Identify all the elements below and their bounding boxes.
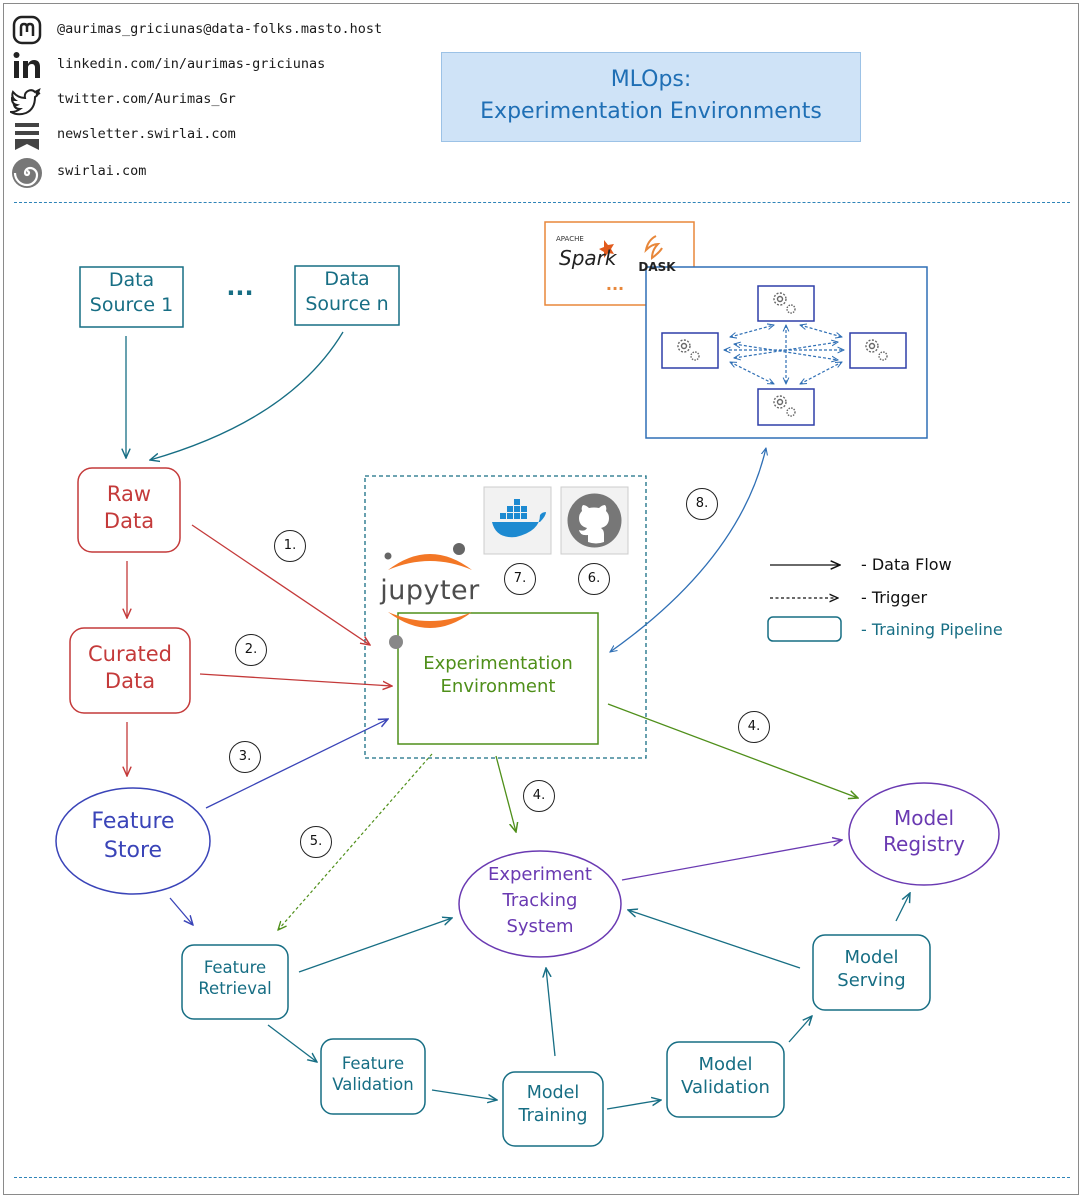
step-3-badge: 3. [229,741,261,773]
model-training-box [502,1071,604,1147]
social-text[interactable]: newsletter.swirlai.com [57,126,236,142]
model-registry-ellipse [848,782,1000,886]
dask-label: DASK [638,260,676,274]
linkedin-icon [13,52,40,78]
dask-icon [644,235,663,261]
social-row-linkedin: linkedin.com/in/aurimas-griciunas [10,49,430,83]
mastodon-icon [12,15,42,45]
arrow-raw-env [191,524,370,645]
social-row-twitter: twitter.com/Aurimas_Gr [10,84,430,118]
data-source-ellipsis: ... [226,273,254,301]
step-8-badge: 8. [686,488,718,520]
newsletter-icon [15,123,39,150]
step-4-tracking-badge: 4. [523,780,555,812]
social-text[interactable]: twitter.com/Aurimas_Gr [57,91,236,107]
arrow-serving-registry [895,893,910,922]
social-text[interactable]: @aurimas_griciunas@data-folks.masto.host [57,21,383,37]
title-line-1: MLOps: [610,67,692,92]
swirlai-icon [12,158,42,188]
github-logo [560,486,629,555]
curated-data-box [69,627,191,714]
title-box: MLOps: Experimentation Environments [441,52,861,142]
social-text[interactable]: swirlai.com [57,163,147,179]
data-source-1-box [79,266,184,328]
social-text[interactable]: linkedin.com/in/aurimas-griciunas [57,56,326,72]
feature-validation-box [320,1038,426,1115]
top-separator [14,202,1070,203]
arrow-env-compute [610,448,766,652]
spark-star-icon [599,240,614,258]
model-validation-box [666,1041,785,1118]
gear-icons [677,292,888,417]
step-1-badge: 1. [274,530,306,562]
arrow-tracking-registry [621,840,842,881]
feature-store-ellipse [55,787,211,895]
cluster-node-bottom [757,388,815,426]
jupyter-logo [384,543,472,649]
step-2-badge: 2. [235,634,267,666]
cluster-trigger-arrows [724,325,844,384]
twitter-icon [10,88,41,116]
experiment-tracking-ellipse [458,850,622,958]
legend-trigger-label: - Trigger [861,588,928,607]
step-6-badge: 6. [578,563,610,595]
arrow-training-modelvalidation [606,1100,661,1110]
arrow-featurestore-retrieval [169,897,193,925]
feature-retrieval-box [181,944,289,1020]
arrow-retrieval-validation [267,1024,317,1062]
social-row-mastodon: @aurimas_griciunas@data-folks.masto.host [10,14,430,48]
title-line-2: Experimentation Environments [480,99,822,124]
arrow-sourcen-raw [150,331,344,460]
spark-label: Spark [559,246,617,270]
arrow-env-trigger-retrieval [278,753,433,930]
arrow-featurestore-env [205,719,388,809]
step-7-badge: 7. [504,563,536,595]
arrow-serving-tracking [628,910,801,969]
data-source-n-box [294,265,400,326]
arrow-modelvalidation-serving [788,1016,812,1043]
social-row-newsletter: newsletter.swirlai.com [10,119,430,153]
apache-label: APACHE [556,235,584,243]
raw-data-box [77,467,181,553]
step-5-badge: 5. [300,826,332,858]
legend-data-flow-label: - Data Flow [861,555,952,574]
model-serving-box [812,934,931,1011]
experimentation-env-box [397,612,599,745]
cluster-nodes [661,285,907,426]
arrow-env-registry [607,703,858,798]
compute-ellipsis: ... [605,275,625,294]
arrow-training-tracking [546,968,556,1057]
arrow-env-tracking [495,755,516,832]
arrow-retrieval-tracking [298,918,452,973]
legend-training-pipeline-label: - Training Pipeline [861,620,1003,639]
docker-logo [483,486,552,555]
outer-frame [3,3,1079,1195]
legend-pipeline-box [767,616,842,642]
cluster-node-left [661,332,719,369]
bottom-separator [14,1177,1070,1178]
step-4-registry-badge: 4. [738,711,770,743]
arrow-validation-training [431,1089,497,1100]
social-row-swirlai: swirlai.com [10,156,430,190]
jupyter-wordmark: jupyter [380,575,480,606]
arrow-curated-env [199,673,392,686]
cluster-node-right [849,332,907,369]
cluster-node-top [757,285,815,322]
